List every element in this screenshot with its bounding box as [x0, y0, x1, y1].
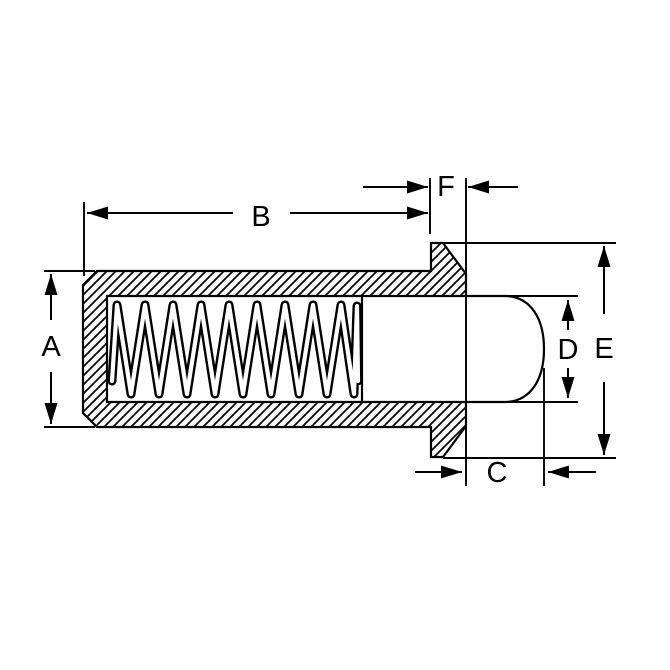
dimension-d: D	[506, 295, 579, 403]
plunger-assembly	[81, 241, 546, 459]
dim-label-f: F	[437, 171, 455, 203]
dim-label-d: D	[558, 334, 579, 366]
body-section-hatched	[81, 241, 468, 459]
dimension-c: C	[415, 368, 596, 489]
spring-wire-fill	[109, 302, 361, 397]
dimension-e: E	[437, 242, 616, 459]
dimension-b: B	[83, 178, 431, 276]
dimension-f: F	[363, 171, 518, 486]
dim-label-c: C	[487, 457, 508, 489]
plunger-nose	[466, 294, 546, 404]
dim-label-a: A	[41, 331, 61, 363]
dimension-a: A	[41, 270, 95, 428]
spring-coil	[107, 300, 363, 399]
dim-label-e: E	[594, 333, 613, 365]
dim-label-b: B	[251, 201, 270, 233]
